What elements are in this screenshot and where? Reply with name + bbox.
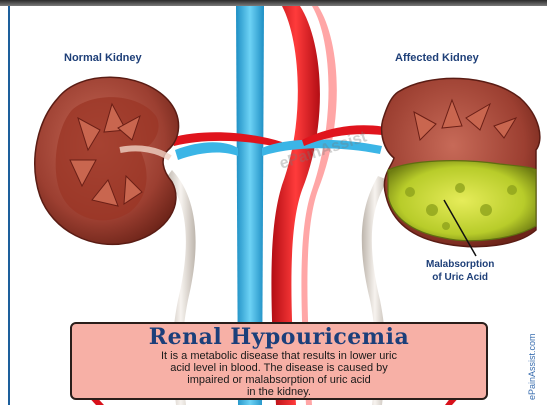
normal-kidney bbox=[35, 77, 179, 244]
normal-kidney-label: Normal Kidney bbox=[64, 52, 142, 64]
side-watermark: ePainAssist.com bbox=[527, 320, 545, 400]
info-body-line1: It is a metabolic disease that results i… bbox=[72, 350, 486, 362]
malabsorption-label-line2: of Uric Acid bbox=[426, 271, 494, 284]
info-body-line3: impaired or malabsorption of uric acid bbox=[72, 374, 486, 386]
info-body: It is a metabolic disease that results i… bbox=[72, 350, 486, 398]
info-body-line4: in the kidney. bbox=[72, 386, 486, 398]
left-renal-vein bbox=[175, 142, 238, 160]
info-body-line2: acid level in blood. The disease is caus… bbox=[72, 362, 486, 374]
affected-kidney bbox=[382, 78, 540, 256]
affected-kidney-label: Affected Kidney bbox=[395, 52, 479, 64]
malabsorption-label-line1: Malabsorption bbox=[426, 258, 494, 271]
malabsorption-label: Malabsorption of Uric Acid bbox=[426, 258, 494, 284]
info-box: Renal Hypouricemia It is a metabolic dis… bbox=[70, 322, 488, 400]
info-title: Renal Hypouricemia bbox=[72, 324, 486, 350]
